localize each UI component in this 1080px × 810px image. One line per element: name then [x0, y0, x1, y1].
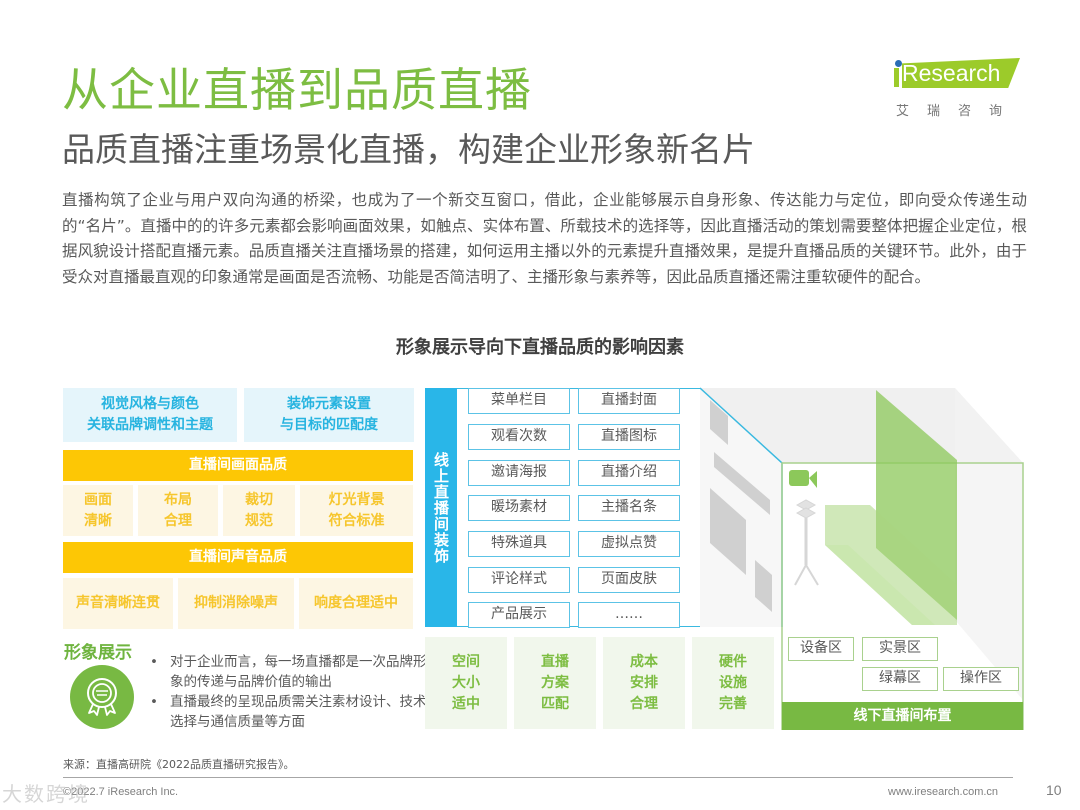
source-note: 来源：直播高研院《2022品质直播研究报告》。: [63, 758, 295, 771]
intro-paragraph: 直播构筑了企业与用户双向沟通的桥梁，也成为了一个新交互窗口，借此，企业能够展示自…: [62, 191, 1027, 286]
logo-bar-shape: [902, 58, 1020, 88]
visual-style-box: 视觉风格与颜色 关联品牌调性和主题: [63, 388, 237, 442]
bullet-item: 对于企业而言，每一场直播都是一次品牌形象的传递与品牌价值的输出: [150, 652, 430, 692]
online-item: 菜单栏目: [468, 388, 570, 414]
zone-operation: 操作区: [943, 667, 1019, 691]
online-item: 直播封面: [578, 388, 680, 414]
picture-quality-item: 布局合理: [138, 485, 218, 536]
sound-quality-item: 响度合理适中: [299, 578, 413, 629]
zone-green-screen: 绿幕区: [862, 667, 938, 691]
offline-layout-bar: 线下直播间布置: [782, 702, 1023, 730]
online-item: ……: [578, 602, 680, 628]
tripod-icon: [794, 499, 819, 586]
footer-divider: [63, 777, 1013, 778]
page-number: 10: [1046, 782, 1062, 798]
item-line1: 布局: [164, 491, 192, 508]
online-item: 特殊道具: [468, 531, 570, 557]
factor-line: 直播: [541, 653, 569, 670]
decor-element-line2: 与目标的匹配度: [280, 417, 378, 433]
page-subtitle: 品质直播注重场景化直播，构建企业形象新名片: [62, 130, 755, 169]
decor-element-line1: 装饰元素设置: [287, 396, 371, 412]
picture-quality-item: 裁切规范: [223, 485, 295, 536]
figure-title: 形象展示导向下直播品质的影响因素: [396, 337, 684, 358]
item-line1: 画面: [84, 491, 112, 508]
online-item: 直播介绍: [578, 460, 680, 486]
factor-line: 设施: [719, 674, 747, 691]
image-display-bullets: 对于企业而言，每一场直播都是一次品牌形象的传递与品牌价值的输出 直播最终的呈现品…: [150, 652, 430, 732]
logo-dot-icon: [895, 60, 902, 67]
image-display-title: 形象展示: [64, 643, 132, 663]
visual-style-line1: 视觉风格与颜色: [101, 396, 199, 412]
online-decor-label: 线上直播间装饰: [425, 388, 457, 627]
factor-line: 匹配: [541, 695, 569, 712]
logo-chinese-name: 艾瑞咨询: [896, 104, 1021, 119]
factor-line: 硬件: [719, 653, 747, 670]
footer-url[interactable]: www.iresearch.com.cn: [888, 786, 999, 798]
online-item: 直播图标: [578, 424, 680, 450]
item-line2: 清晰: [84, 512, 112, 529]
logo-brand-text: Research: [902, 60, 1001, 86]
studio-room-illustration: [700, 387, 1024, 730]
online-item: 虚拟点赞: [578, 531, 680, 557]
picture-quality-item: 灯光背景符合标准: [300, 485, 413, 536]
sound-quality-item: 声音清晰连贯: [63, 578, 173, 629]
iresearch-logo: Research 艾瑞咨询: [888, 56, 1028, 126]
decor-element-box: 装饰元素设置 与目标的匹配度: [244, 388, 414, 442]
offline-factor: 成本安排合理: [603, 637, 685, 729]
copyright: ©2022.7 iResearch Inc.: [63, 786, 179, 798]
zone-real-scene: 实景区: [862, 637, 938, 661]
picture-quality-bar: 直播间画面品质: [63, 450, 413, 481]
item-line2: 合理: [164, 512, 192, 529]
factor-line: 方案: [541, 674, 569, 691]
logo-i-stem: [894, 68, 899, 87]
online-item: 主播名条: [578, 495, 680, 521]
online-item: 观看次数: [468, 424, 570, 450]
online-item: 产品展示: [468, 602, 570, 628]
watermark: 大数跨境: [2, 782, 90, 806]
factor-line: 成本: [630, 653, 658, 670]
factor-line: 完善: [719, 695, 747, 712]
factor-line: 合理: [630, 695, 658, 712]
online-item: 邀请海报: [468, 460, 570, 486]
online-item: 暖场素材: [468, 495, 570, 521]
online-item: 页面皮肤: [578, 567, 680, 593]
factor-line: 安排: [630, 674, 658, 691]
bullet-item: 直播最终的呈现品质需关注素材设计、技术选择与通信质量等方面: [150, 692, 430, 732]
visual-style-line2: 关联品牌调性和主题: [87, 417, 213, 433]
online-item: 评论样式: [468, 567, 570, 593]
offline-factor: 空间大小适中: [425, 637, 507, 729]
sound-quality-item: 抑制消除噪声: [178, 578, 294, 629]
factor-line: 大小: [452, 674, 480, 691]
zone-equipment: 设备区: [788, 637, 854, 661]
page-title: 从企业直播到品质直播: [62, 63, 532, 117]
item-line1: 裁切: [245, 491, 273, 508]
factor-line: 空间: [452, 653, 480, 670]
factor-line: 适中: [452, 695, 480, 712]
offline-factor: 硬件设施完善: [692, 637, 774, 729]
sound-quality-bar: 直播间声音品质: [63, 542, 413, 573]
item-line2: 规范: [245, 512, 273, 529]
award-medal-icon: [70, 665, 134, 729]
picture-quality-item: 画面清晰: [63, 485, 133, 536]
video-camera-icon: [789, 470, 817, 488]
item-line1: 灯光背景: [328, 491, 385, 508]
offline-factor: 直播方案匹配: [514, 637, 596, 729]
item-line2: 符合标准: [328, 512, 385, 529]
